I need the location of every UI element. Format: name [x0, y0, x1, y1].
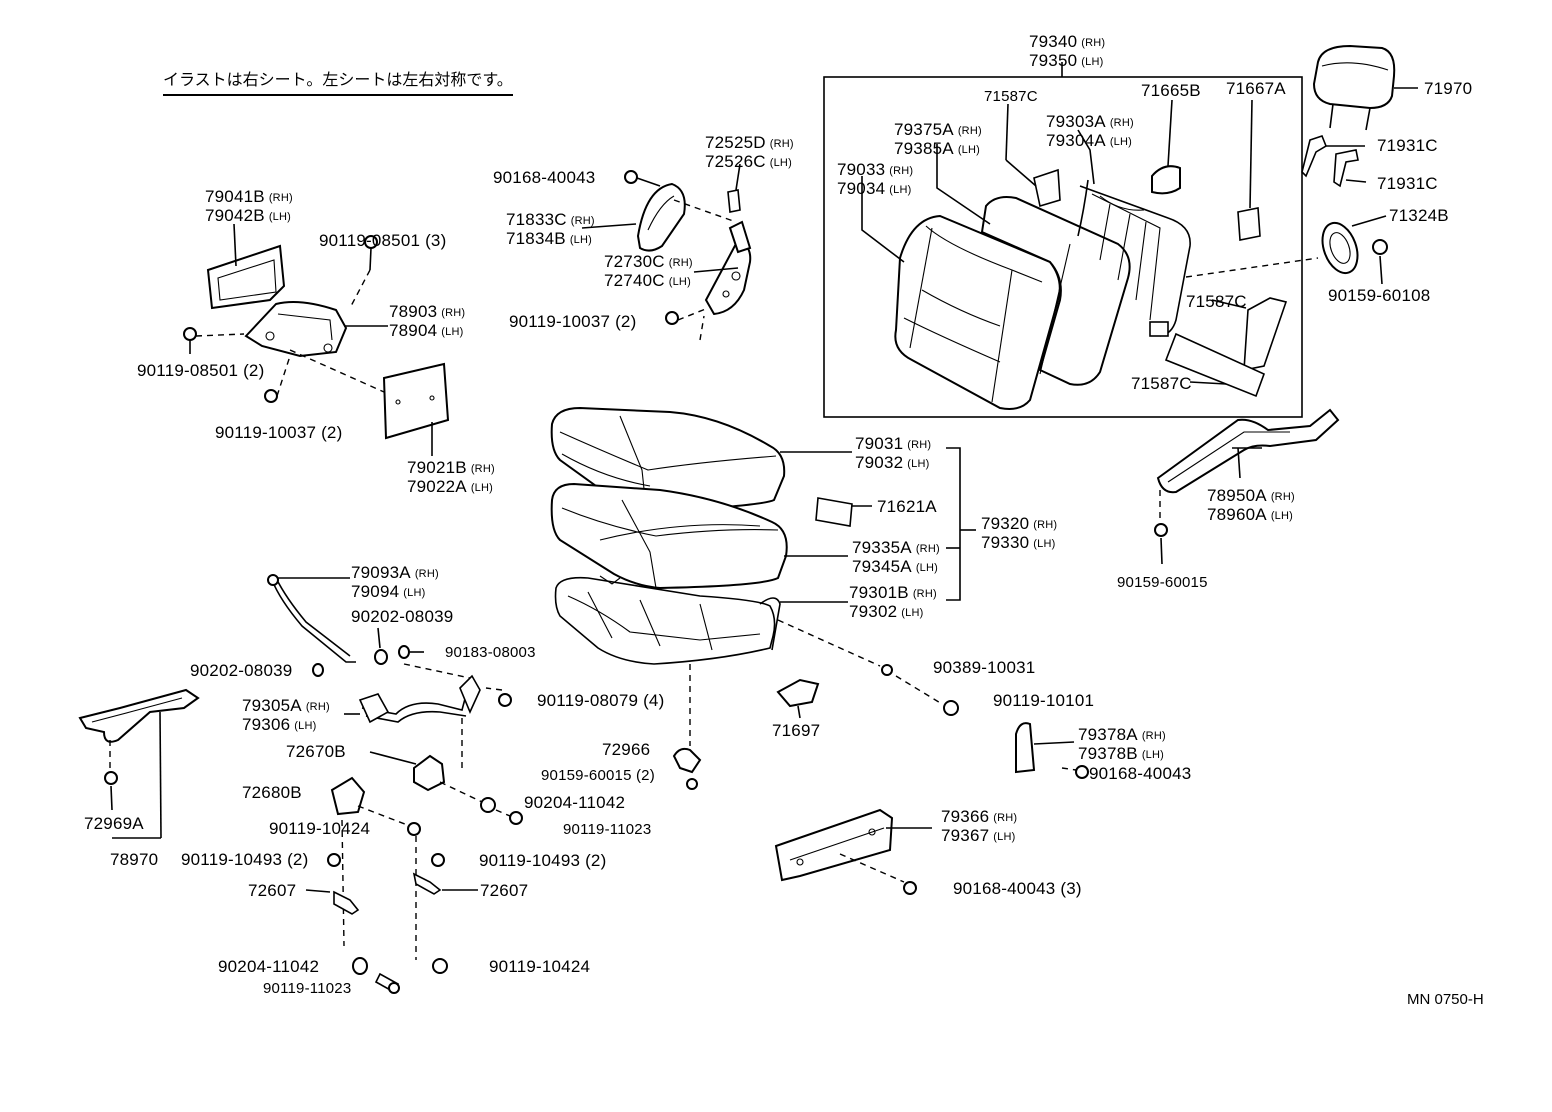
label-72966: 72966: [602, 740, 651, 759]
label-79021b: 79021B(RH) 79022A(LH): [407, 458, 495, 496]
label-71587c-top: 71587C: [984, 88, 1038, 105]
label-90119-08079: 90119-08079 (4): [537, 691, 665, 710]
label-90183-08003: 90183-08003: [445, 644, 536, 661]
label-71665b: 71665B: [1141, 81, 1201, 100]
label-72969a: 72969A: [84, 814, 144, 833]
label-90119-08501-2: 90119-08501 (2): [137, 361, 265, 380]
label-90119-10493-l: 90119-10493 (2): [181, 850, 309, 869]
label-79033: 79033(RH) 79034(LH): [837, 160, 914, 198]
label-90119-11023-a: 90119-11023: [563, 821, 652, 838]
label-90159-60015-r: 90159-60015: [1117, 574, 1208, 591]
label-79303a: 79303A(RH) 79304A(LH): [1046, 112, 1134, 150]
label-71667a: 71667A: [1226, 79, 1286, 98]
label-79305a: 79305A(RH) 79306(LH): [242, 696, 330, 734]
seatback-cushion: [894, 214, 1061, 410]
label-79375a: 79375A(RH) 79385A(LH): [894, 120, 982, 158]
label-71621a: 71621A: [877, 497, 937, 516]
label-72607-r: 72607: [480, 881, 529, 900]
label-71833c: 71833C(RH) 71834B(LH): [506, 210, 595, 248]
label-90119-10424-b: 90119-10424: [489, 957, 591, 976]
seat-frame: [554, 575, 781, 665]
seat-belt-anchor-right: [1156, 408, 1340, 494]
label-90119-11023-b: 90119-11023: [263, 980, 352, 997]
label-90202-08039-a: 90202-08039: [351, 607, 454, 626]
label-79335a: 79335A(RH) 79345A(LH): [852, 538, 940, 576]
label-90168-40043-top: 90168-40043: [493, 168, 596, 187]
label-79301b: 79301B(RH) 79302(LH): [849, 583, 937, 621]
label-90119-08501-3: 90119-08501 (3): [319, 231, 447, 250]
label-71970: 71970: [1424, 79, 1473, 98]
label-79031: 79031(RH) 79032(LH): [855, 434, 932, 472]
seatback-group-frame: [823, 76, 1303, 418]
anchor-bracket: [244, 301, 348, 358]
label-79041b: 79041B(RH) 79042B(LH): [205, 187, 293, 225]
label-72730c: 72730C(RH) 72740C(LH): [604, 252, 693, 290]
label-71587c-bot: 71587C: [1131, 374, 1192, 393]
label-78903: 78903(RH) 78904(LH): [389, 302, 466, 340]
label-90119-10424-a: 90119-10424: [269, 819, 371, 838]
label-72525d: 72525D(RH) 72526C(LH): [705, 133, 794, 171]
label-90119-10037-b: 90119-10037 (2): [215, 423, 343, 442]
label-90159-60015-2: 90159-60015 (2): [541, 767, 655, 784]
label-72680b: 72680B: [242, 783, 302, 802]
label-79378a: 79378A(RH) 79378B(LH): [1078, 725, 1166, 763]
label-90204-11042-b: 90204-11042: [218, 957, 320, 976]
label-90159-60108: 90159-60108: [1328, 286, 1431, 305]
label-78950a: 78950A(RH) 78960A(LH): [1207, 486, 1295, 524]
label-90119-10493-r: 90119-10493 (2): [479, 851, 607, 870]
diagram-code: MN 0750-H: [1407, 991, 1484, 1008]
label-72670b: 72670B: [286, 742, 346, 761]
label-90168-40043-3: 90168-40043 (3): [953, 879, 1082, 898]
label-71931c-1: 71931C: [1377, 136, 1438, 155]
label-71324b: 71324B: [1389, 206, 1449, 225]
label-79340: 79340(RH) 79350(LH): [1029, 32, 1106, 70]
label-90119-10037-a: 90119-10037 (2): [509, 312, 637, 331]
side-cover-upper: [636, 182, 686, 252]
label-78970: 78970: [110, 850, 159, 869]
label-90389-10031: 90389-10031: [933, 658, 1036, 677]
label-79320: 79320(RH) 79330(LH): [981, 514, 1058, 552]
label-90204-11042-a: 90204-11042: [524, 793, 626, 812]
label-90168-40043-mid: 90168-40043: [1089, 764, 1192, 783]
note-illustration-right-seat: イラストは右シート。左シートは左右対称です。: [163, 66, 513, 96]
headrest-part: [1312, 44, 1418, 131]
label-79093a: 79093A(RH) 79094(LH): [351, 563, 439, 601]
label-71931c-2: 71931C: [1377, 174, 1438, 193]
label-79366: 79366(RH) 79367(LH): [941, 807, 1018, 845]
label-90202-08039-b: 90202-08039: [190, 661, 293, 680]
latch-rod: [358, 674, 481, 724]
seat-belt-anchor-left: [78, 688, 200, 743]
label-90119-10101: 90119-10101: [993, 691, 1095, 710]
label-72607-l: 72607: [248, 881, 297, 900]
label-71697: 71697: [772, 721, 821, 740]
seat-rail: [774, 808, 894, 882]
label-71587c-mid: 71587C: [1186, 292, 1247, 311]
